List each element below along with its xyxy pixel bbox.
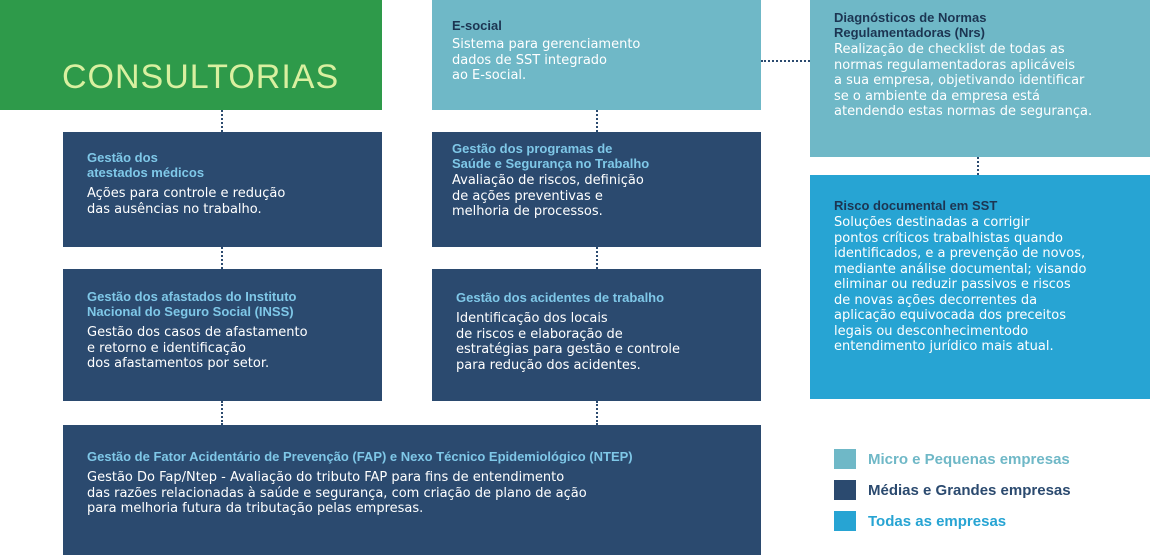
legend-swatch (834, 511, 856, 531)
legend-item-todas: Todas as empresas (834, 510, 1006, 532)
box-acidentes: Gestão dos acidentes de trabalho Identif… (432, 269, 761, 401)
legend-swatch (834, 480, 856, 500)
box-description: Identificação dos locais de riscos e ela… (456, 311, 681, 373)
box-description: Ações para controle e redução das ausênc… (87, 186, 286, 217)
legend-label: Médias e Grandes empresas (868, 481, 1071, 499)
box-description: Gestão Do Fap/Ntep - Avaliação do tribut… (87, 470, 587, 516)
box-title: Gestão dos acidentes de trabalho (456, 290, 665, 305)
box-title: Risco documental em SST (834, 198, 998, 213)
box-risco-documental: Risco documental em SST Soluções destina… (810, 175, 1150, 399)
connector-line (761, 60, 810, 62)
box-description: Soluções destinadas a corrigir pontos cr… (834, 215, 1087, 354)
page-title: CONSULTORIAS (62, 58, 340, 96)
connector-line (977, 157, 979, 175)
box-description: Gestão dos casos de afastamento e retorn… (87, 325, 308, 371)
box-inss: Gestão dos afastados do Instituto Nacion… (63, 269, 382, 401)
box-title: Gestão dos afastados do Instituto Nacion… (87, 289, 297, 319)
legend-label: Micro e Pequenas empresas (868, 450, 1070, 468)
box-title: Gestão dos atestados médicos (87, 150, 205, 180)
connector-line (221, 401, 223, 425)
box-fap: Gestão de Fator Acidentário de Prevenção… (63, 425, 761, 555)
consultorias-header: CONSULTORIAS (0, 0, 382, 110)
box-description: Sistema para gerenciamento dados de SST … (452, 37, 641, 83)
box-description: Realização de checklist de todas as norm… (834, 42, 1093, 119)
legend-swatch (834, 449, 856, 469)
box-nrs: Diagnósticos de Normas Regulamentadoras … (810, 0, 1150, 157)
connector-line (221, 110, 223, 132)
legend-item-micro: Micro e Pequenas empresas (834, 448, 1070, 470)
box-esocial: E-social Sistema para gerenciamento dado… (432, 0, 761, 110)
connector-line (596, 110, 598, 132)
box-title: Gestão de Fator Acidentário de Prevenção… (87, 449, 633, 464)
box-description: Avaliação de riscos, definição de ações … (452, 173, 644, 219)
box-title: E-social (452, 18, 502, 33)
connector-line (596, 401, 598, 425)
box-title: Gestão dos programas de Saúde e Seguranç… (452, 141, 650, 171)
connector-line (596, 247, 598, 269)
box-title: Diagnósticos de Normas Regulamentadoras … (834, 10, 987, 40)
legend-item-medias: Médias e Grandes empresas (834, 479, 1071, 501)
connector-line (221, 247, 223, 269)
box-atestados: Gestão dos atestados médicos Ações para … (63, 132, 382, 247)
legend-label: Todas as empresas (868, 512, 1007, 530)
box-programas: Gestão dos programas de Saúde e Seguranç… (432, 132, 761, 247)
